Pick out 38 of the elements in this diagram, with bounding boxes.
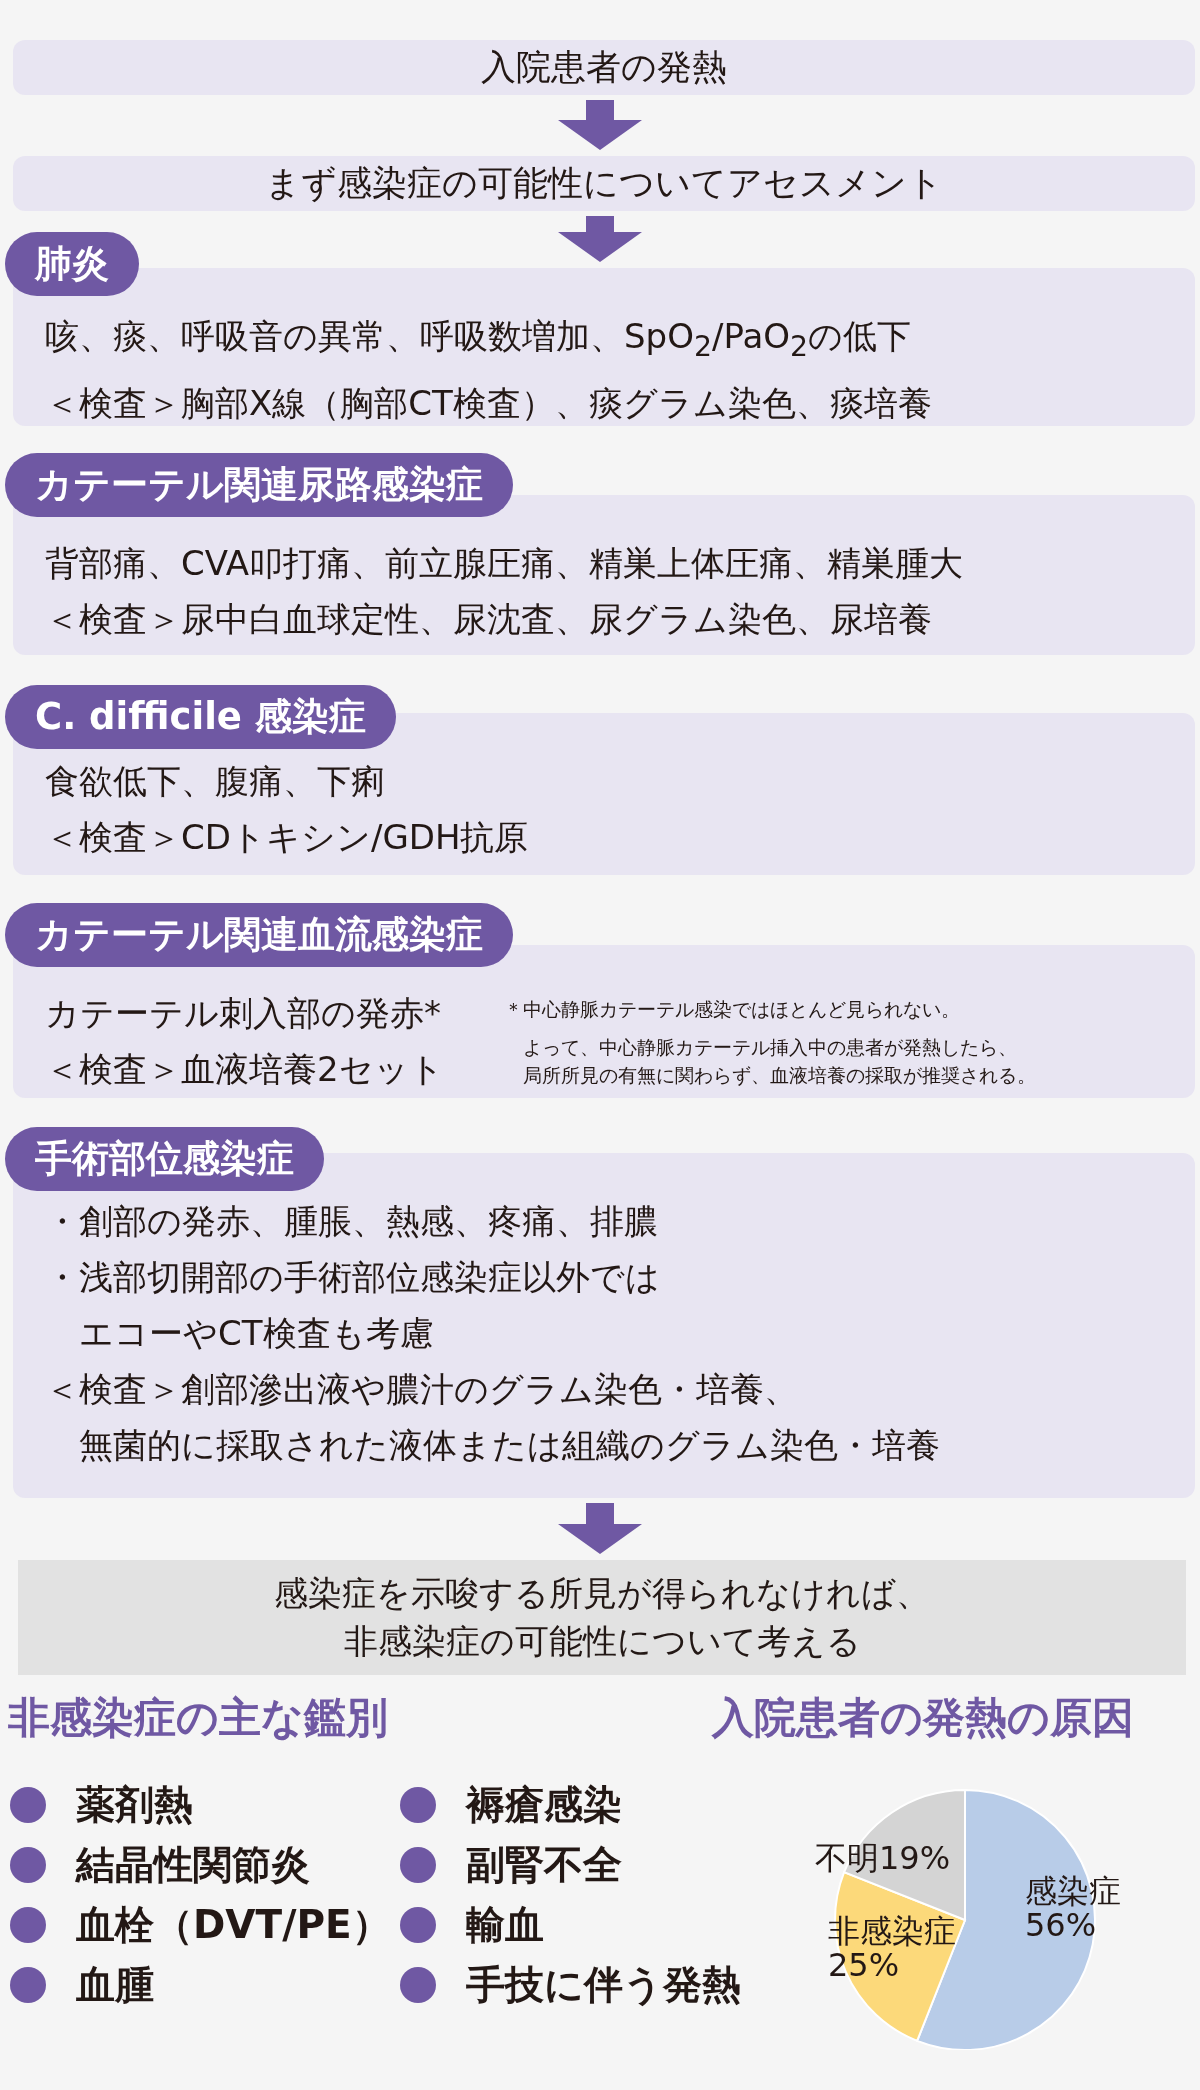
body-text: 食欲低下、腹痛、下痢 [45,760,386,803]
body-text: ＜検査＞創部滲出液や膿汁のグラム染色・培養、無菌的に採取された液体または組織のグラム染色・培養 [45,1368,941,1467]
footnote-text: よって、中心静脈カテーテル挿入中の患者が発熱したら、局所所見の有無に関わらず、血液培養の採取が推奨される。 [521,1035,1037,1088]
box-text: 入院患者の発熱 [481,46,727,89]
list-item-text: 結晶性関節炎 [76,1841,310,1889]
list-item-text: 褥瘡感染 [466,1781,622,1829]
arrow [558,1503,642,1554]
section-heading: カテーテル関連血流感染症 [5,903,513,967]
list-item-text: 輸血 [466,1901,544,1949]
box-text: 感染症を示唆する所見が得られなければ、非感染症の可能性について考える [273,1571,931,1663]
body-text: ＜検査＞血液培養2セット [45,1048,444,1091]
body-text: ＜検査＞尿中白血球定性、尿沈査、尿グラム染色、尿培養 [45,598,933,641]
body-text: 咳、痰、呼吸音の異常、呼吸数増加、SpO$_{2}$/PaO$_{2}$の低下 [45,315,913,365]
body-text: ・浅部切開部の手術部位感染症以外ではエコーやCT検査も考慮 [45,1256,661,1355]
list-item-text: 手技に伴う発熱 [466,1961,741,2009]
list-item-text: 血腫 [76,1961,154,2009]
slice-label: 感染症 [1025,1875,1121,1909]
slice-value: 56% [1025,1908,1098,1943]
section-title: 非感染症の主な鑑別 [8,1692,388,1744]
list-item-text: 薬剤熱 [76,1781,193,1829]
section-heading: 手術部位感染症 [5,1127,324,1191]
section-heading: カテーテル関連尿路感染症 [5,453,513,517]
footnote-text: ＊中心静脈カテーテル感染ではほとんど見られない。 [503,997,961,1022]
section-heading: C. difficile 感染症 [5,685,396,749]
body-text: カテーテル刺入部の発赤* [45,992,442,1035]
list-item-text: 血栓（DVT/PE） [76,1901,391,1949]
section-heading: 肺炎 [5,232,139,296]
box-text: まず感染症の可能性についてアセスメント [265,162,943,205]
slice-label: 不明 [815,1842,879,1876]
chart-title: 入院患者の発熱の原因 [712,1692,1134,1744]
body-text: ＜検査＞胸部X線（胸部CT検査）、痰グラム染色、痰培養 [45,381,932,425]
arrow [558,100,642,150]
body-text: ・創部の発赤、腫脹、熱感、疼痛、排膿 [45,1200,659,1243]
arrow [558,216,642,262]
body-text: ＜検査＞CDトキシン/GDH抗原 [45,816,529,859]
body-text: 背部痛、CVA叩打痛、前立腺圧痛、精巣上体圧痛、精巣腫大 [45,542,964,585]
list-item-text: 副腎不全 [466,1841,622,1889]
slice-value: 19% [879,1842,951,1876]
